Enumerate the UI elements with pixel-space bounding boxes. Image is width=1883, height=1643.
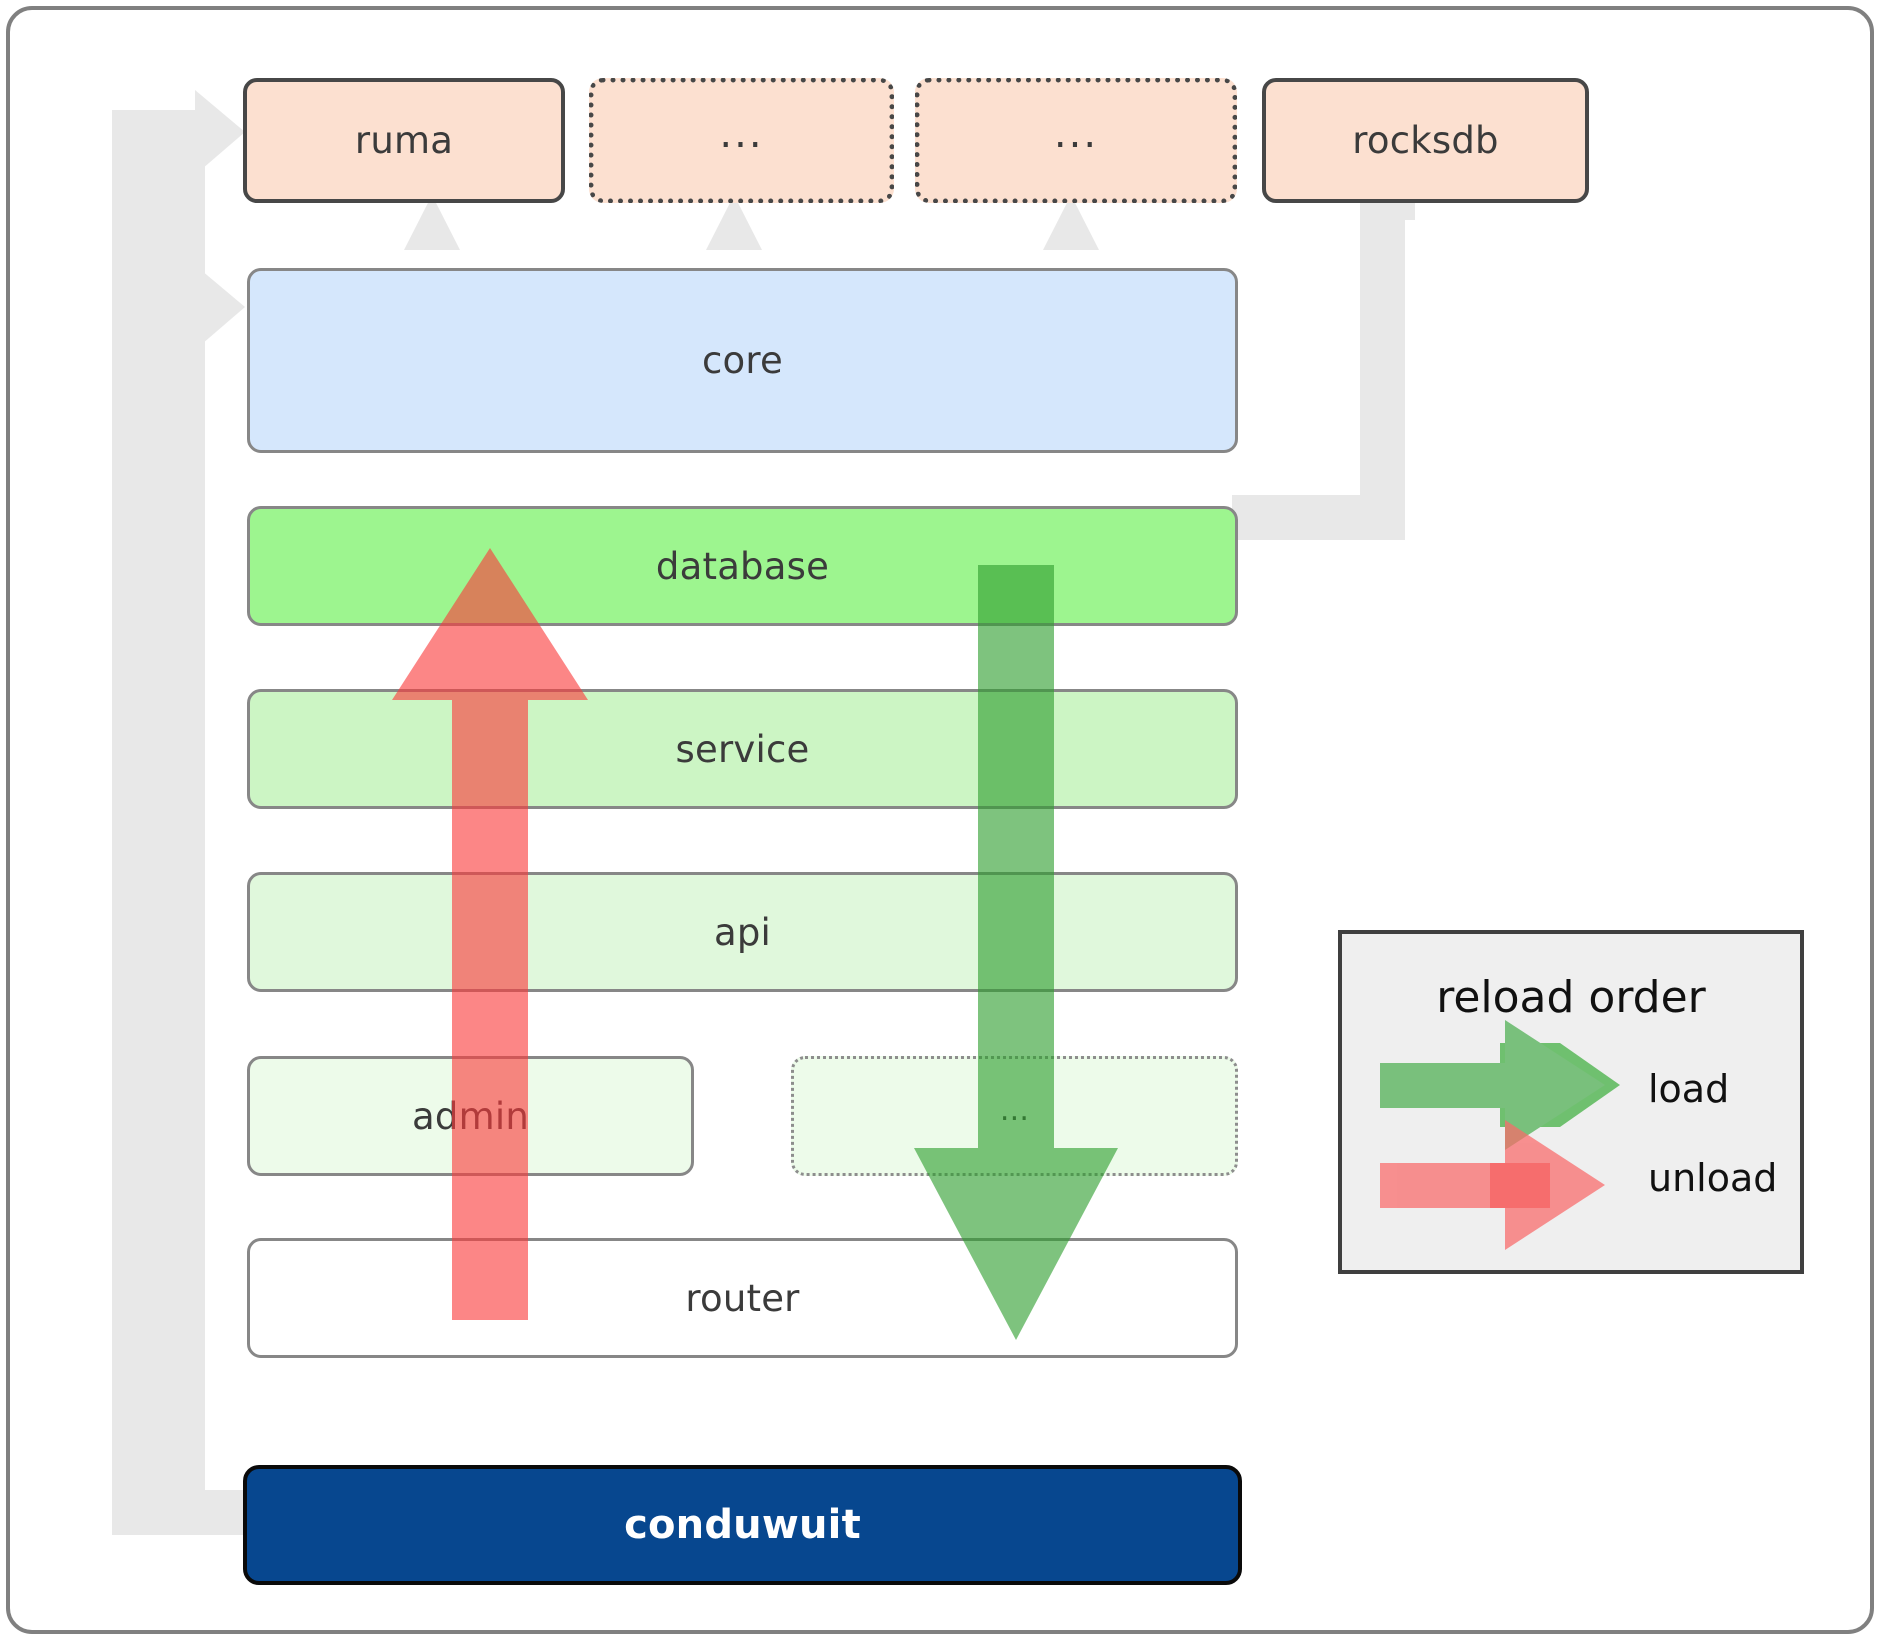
legend-panel: reload order load unload <box>1338 930 1804 1274</box>
dependency-label-ellipsis-1: ... <box>719 110 764 157</box>
layer-label-router: router <box>685 1276 800 1320</box>
layer-label-service: service <box>675 727 810 771</box>
legend-label-load: load <box>1648 1067 1730 1111</box>
layer-box-database[interactable]: database <box>247 506 1238 626</box>
binary-label-conduwuit: conduwuit <box>624 1502 861 1548</box>
dependency-box-rocksdb[interactable]: rocksdb <box>1262 78 1589 203</box>
legend-label-unload: unload <box>1648 1156 1778 1200</box>
layer-box-admin[interactable]: admin <box>247 1056 694 1176</box>
dependency-box-ellipsis-2[interactable]: ... <box>915 78 1237 203</box>
diagram-frame <box>6 6 1874 1634</box>
legend-title: reload order <box>1436 972 1706 1023</box>
layer-box-service[interactable]: service <box>247 689 1238 809</box>
dependency-box-ellipsis-1[interactable]: ... <box>589 78 894 203</box>
dependency-label-ellipsis-2: ... <box>1053 110 1099 157</box>
layer-box-core[interactable]: core <box>247 268 1238 453</box>
dependency-box-ruma[interactable]: ruma <box>243 78 565 203</box>
dependency-label-ruma: ruma <box>354 119 454 162</box>
layer-label-api: api <box>713 910 772 954</box>
layer-box-ellipsis[interactable]: ... <box>791 1056 1238 1176</box>
layer-box-router[interactable]: router <box>247 1238 1238 1358</box>
layer-box-api[interactable]: api <box>247 872 1238 992</box>
layer-label-core: core <box>702 339 783 382</box>
layer-label-admin: admin <box>412 1094 529 1138</box>
binary-box-conduwuit[interactable]: conduwuit <box>243 1465 1242 1585</box>
dependency-label-rocksdb: rocksdb <box>1352 119 1499 162</box>
layer-label-database: database <box>655 544 830 588</box>
layer-label-ellipsis: ... <box>999 1093 1030 1128</box>
